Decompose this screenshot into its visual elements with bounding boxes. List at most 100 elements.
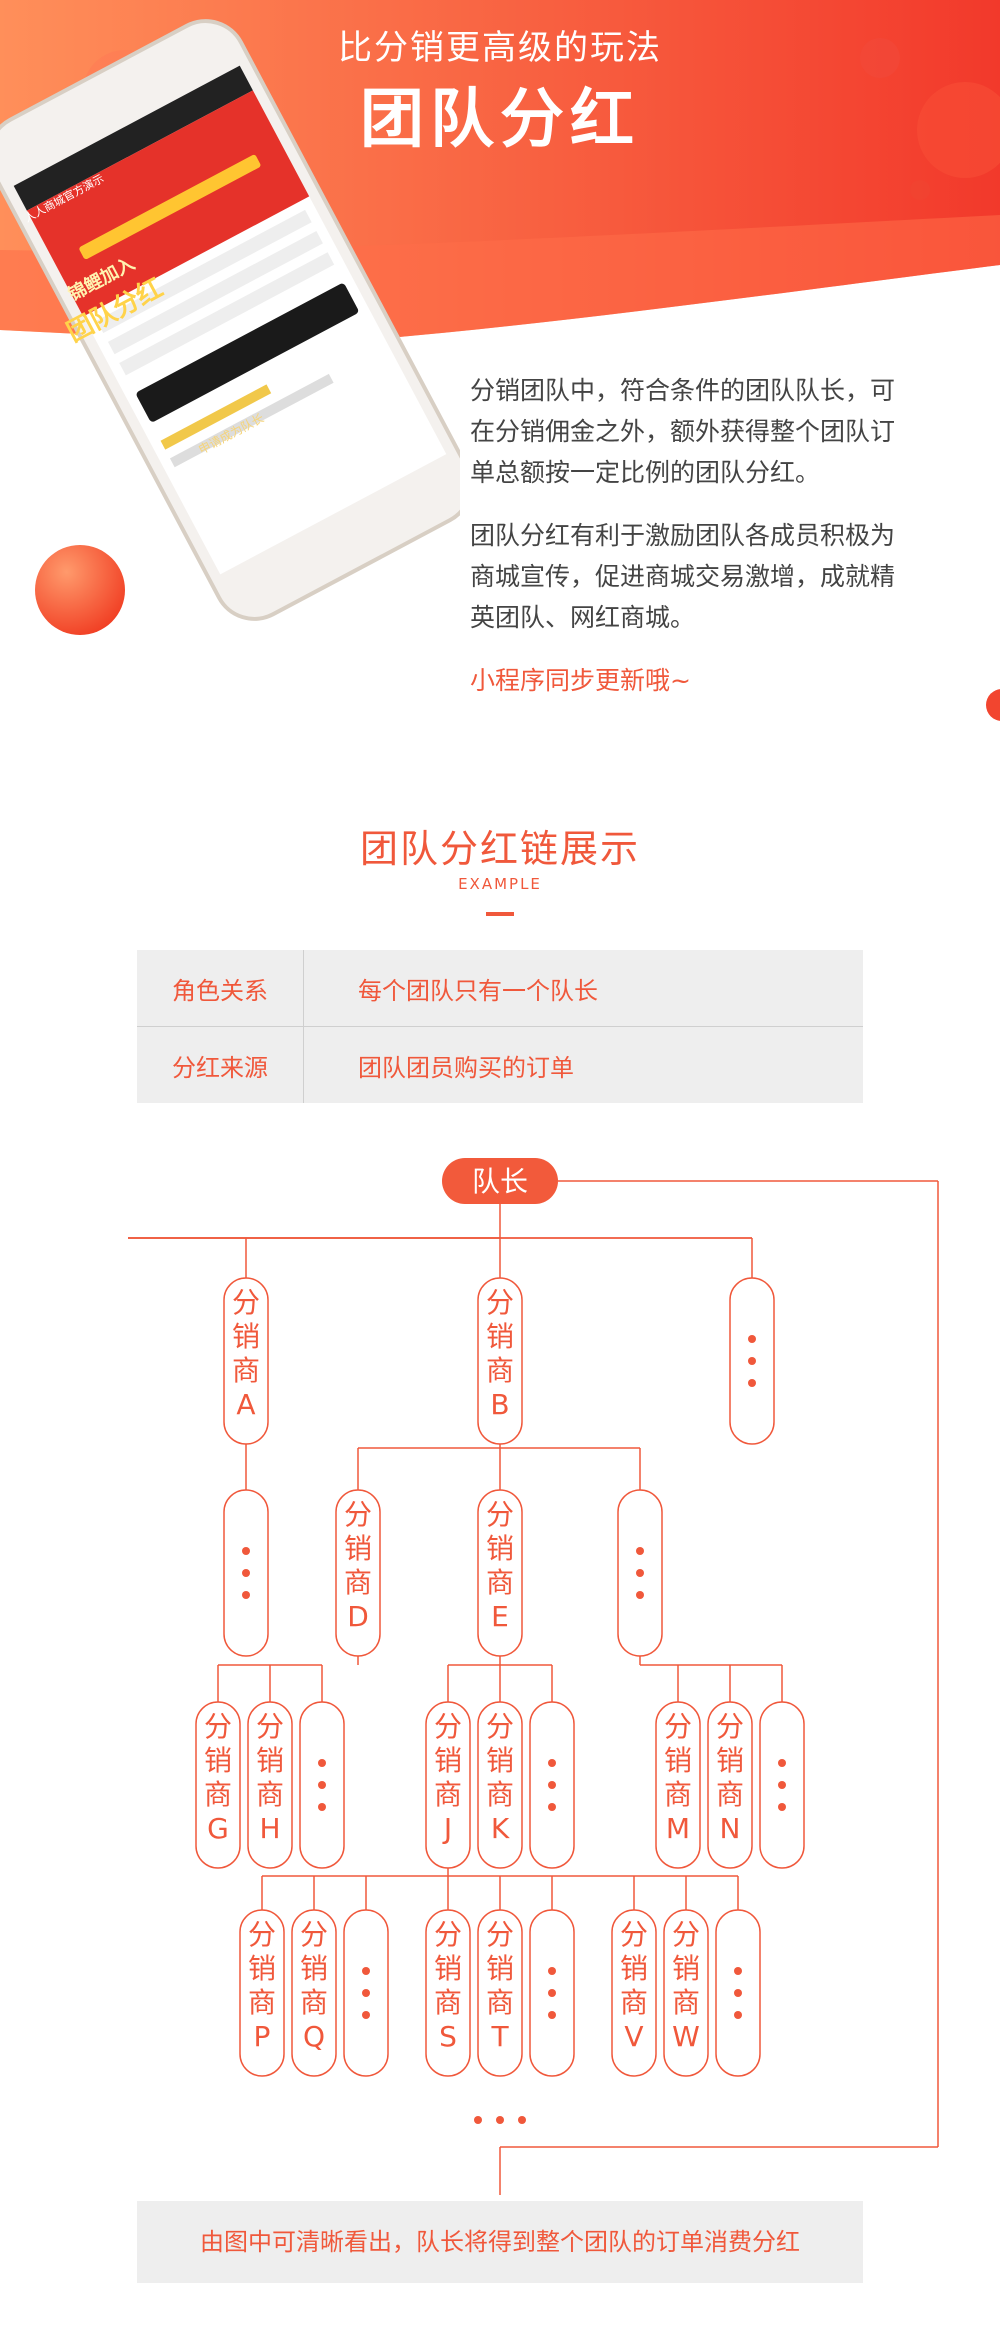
distributor-node (663, 1909, 709, 2077)
node-label-char: 商 (204, 1778, 232, 1811)
node-label-char: 销 (486, 1532, 514, 1565)
row-label: 角色关系 (137, 950, 304, 1027)
node-label-char: 商 (672, 1986, 700, 2019)
table-row: 角色关系 每个团队只有一个队长 (137, 950, 863, 1027)
miniprogram-note: 小程序同步更新哦~ (470, 666, 691, 695)
node-label-char: Q (303, 2020, 325, 2053)
node-label-char: 分 (248, 1918, 276, 1951)
node-label-char: 分 (486, 1286, 514, 1319)
node-label-char: 分 (204, 1710, 232, 1743)
node-label-char: 销 (620, 1952, 648, 1985)
node-label-char: G (207, 1812, 229, 1845)
node-label-char: 销 (664, 1744, 692, 1777)
node-label-char: 销 (716, 1744, 744, 1777)
ellipsis-dot (636, 1569, 644, 1577)
node-label-char: 分 (434, 1918, 462, 1951)
phone-mockup (0, 19, 460, 621)
row-label: 分红来源 (137, 1026, 304, 1103)
node-label-char: 分 (664, 1710, 692, 1743)
hero-title: 团队分红 (360, 83, 640, 157)
distributor-node (425, 1909, 471, 2077)
node-label-char: 商 (256, 1778, 284, 1811)
node-label-char: V (624, 2020, 643, 2053)
section-subtitle: EXAMPLE (458, 875, 542, 893)
node-label-char: 销 (256, 1744, 284, 1777)
node-label-char: N (720, 1812, 741, 1845)
node-label-char: B (490, 1388, 509, 1421)
node-label-char: 商 (620, 1986, 648, 2019)
ellipsis-dot (734, 1989, 742, 1997)
node-label-char: 商 (486, 1566, 514, 1599)
footer-summary: 由图中可清晰看出，队长将得到整个团队的订单消费分红 (137, 2201, 863, 2283)
distributor-node (247, 1701, 293, 1869)
ellipsis-dot (548, 2011, 556, 2019)
node-label-char: 销 (248, 1952, 276, 1985)
ellipsis-dot (496, 2116, 504, 2124)
ellipsis-dot (548, 1781, 556, 1789)
node-label-char: 分 (434, 1710, 462, 1743)
row-value: 每个团队只有一个队长 (303, 950, 863, 1027)
node-label-char: 销 (344, 1532, 372, 1565)
description-paragraph-1: 分销团队中，符合条件的团队队长，可在分销佣金之外，额外获得整个团队订单总额按一定… (470, 376, 896, 487)
hero-subtitle: 比分销更高级的玩法 (338, 28, 662, 68)
node-label-char: 销 (672, 1952, 700, 1985)
ellipsis-dot (748, 1379, 756, 1387)
ellipsis-dot (362, 2011, 370, 2019)
ellipsis-dot (548, 1989, 556, 1997)
distributor-node (477, 1701, 523, 1869)
ellipsis-dot (242, 1547, 250, 1555)
node-label-char: H (259, 1812, 280, 1845)
ellipsis-dot (734, 2011, 742, 2019)
ellipsis-dot (548, 1759, 556, 1767)
node-label-char: 销 (204, 1744, 232, 1777)
node-label-char: W (672, 2020, 700, 2053)
node-label-char: P (254, 2020, 271, 2053)
hero-banner: 人人商城官方演示 锦鲤加入 团队分红 申请成为队长 比分销更高级的玩法 团队分红 (0, 0, 1000, 760)
node-label-char: 商 (434, 1778, 462, 1811)
node-label-char: M (666, 1812, 690, 1845)
distributor-node (655, 1701, 701, 1869)
distributor-node (707, 1701, 753, 1869)
ellipsis-dot (318, 1759, 326, 1767)
node-label-char: 商 (664, 1778, 692, 1811)
node-label-char: 销 (232, 1320, 260, 1353)
ellipsis-dot (734, 1967, 742, 1975)
leader-label: 队长 (472, 1165, 528, 1198)
node-label-char: 销 (434, 1952, 462, 1985)
node-label-char: 销 (434, 1744, 462, 1777)
distributor-node (195, 1701, 241, 1869)
table-row: 分红来源 团队团员购买的订单 (137, 1026, 863, 1103)
node-label-char: E (491, 1600, 509, 1633)
node-label-char: K (491, 1812, 510, 1845)
node-label-char: 销 (300, 1952, 328, 1985)
node-label-char: 分 (232, 1286, 260, 1319)
node-label-char: 分 (344, 1498, 372, 1531)
node-label-char: 分 (716, 1710, 744, 1743)
ellipsis-dot (548, 1967, 556, 1975)
distributor-node (477, 1909, 523, 2077)
ellipsis-dot (318, 1781, 326, 1789)
node-label-char: 商 (232, 1354, 260, 1387)
leader-pill (442, 1158, 558, 1204)
node-label-char: 分 (256, 1710, 284, 1743)
node-label-char: 销 (486, 1744, 514, 1777)
section-title: 团队分红链展示 (359, 827, 640, 871)
node-label-char: 分 (672, 1918, 700, 1951)
info-table: 角色关系 每个团队只有一个队长 分红来源 团队团员购买的订单 (137, 950, 863, 1103)
node-label-char: 商 (486, 1986, 514, 2019)
ellipsis-dot (318, 1803, 326, 1811)
node-label-char: 分 (300, 1918, 328, 1951)
node-label-char: 商 (434, 1986, 462, 2019)
node-label-char: T (490, 2020, 509, 2053)
node-label-char: 销 (486, 1952, 514, 1985)
node-label-char: 商 (300, 1986, 328, 2019)
node-label-char: 分 (486, 1498, 514, 1531)
node-label-char: 分 (620, 1918, 648, 1951)
ellipsis-dot (548, 1803, 556, 1811)
node-label-char: 销 (486, 1320, 514, 1353)
ellipsis-dot (362, 1967, 370, 1975)
team-tree-diagram: 队长分销商A分销商B分销商D分销商E分销商G分销商H分销商J分销商K分销商M分销… (128, 1158, 939, 2195)
ellipsis-dot (636, 1547, 644, 1555)
node-label-char: S (439, 2020, 457, 2053)
ellipsis-dot (362, 1989, 370, 1997)
